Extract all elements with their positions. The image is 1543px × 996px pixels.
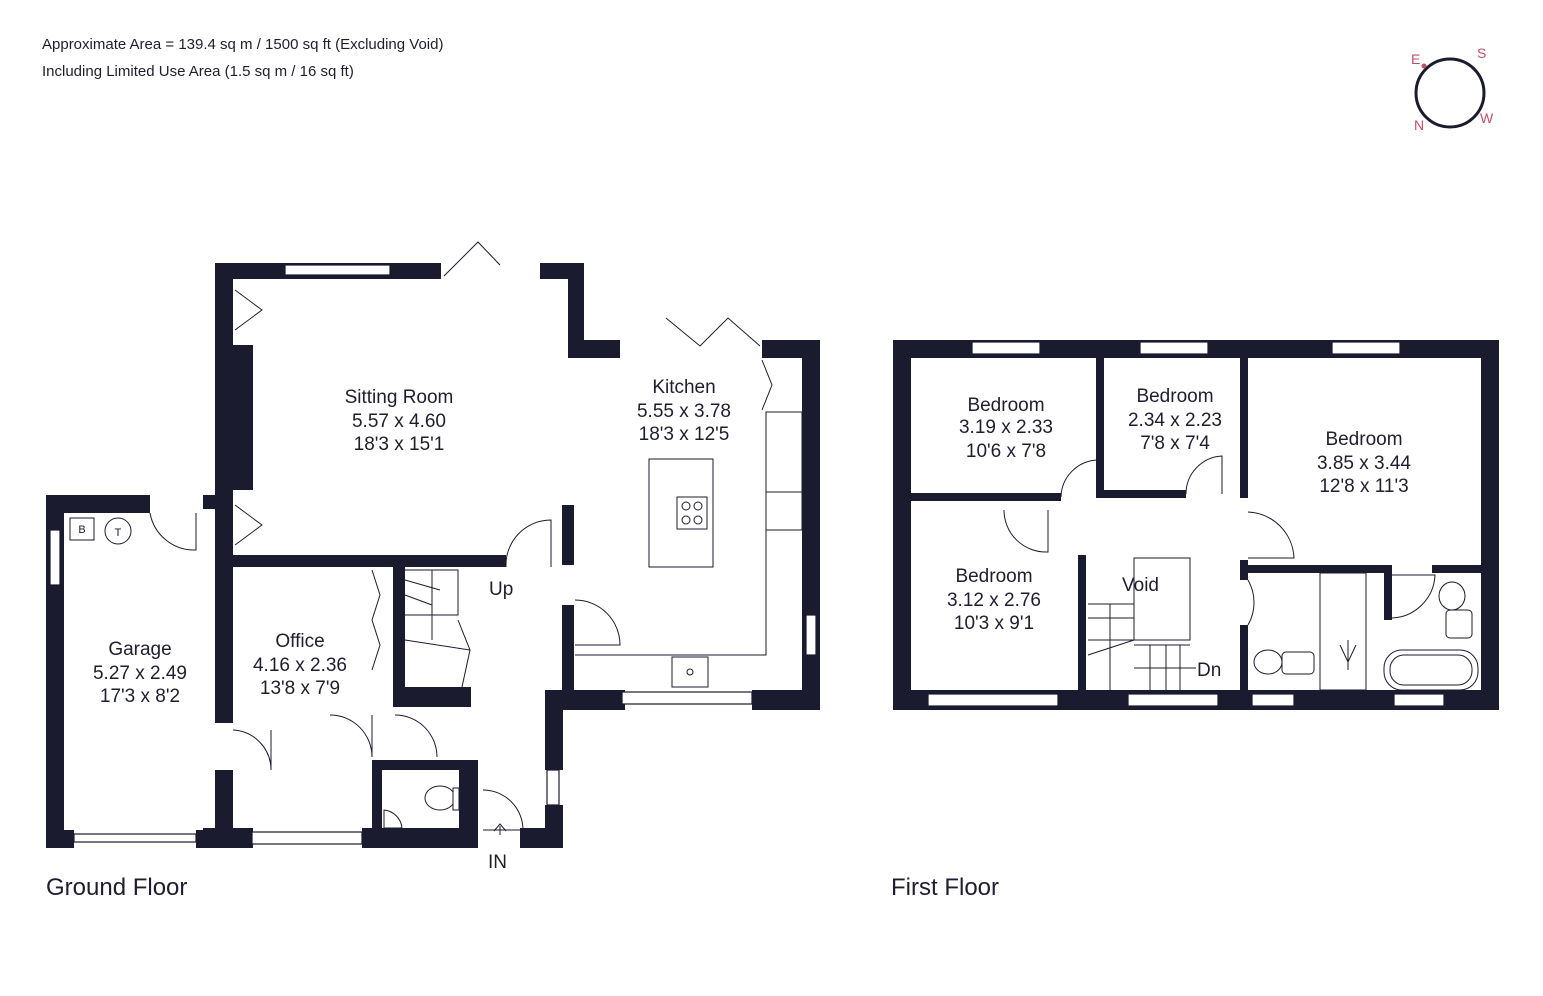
svg-text:Bedroom: Bedroom xyxy=(955,566,1032,587)
compass-east: E xyxy=(1411,51,1420,67)
sitting-room-label: Sitting Room 5.57 x 4.60 18'3 x 15'1 xyxy=(345,387,454,455)
svg-text:18'3 x 12'5: 18'3 x 12'5 xyxy=(639,424,730,445)
svg-text:3.12 x 2.76: 3.12 x 2.76 xyxy=(947,590,1041,611)
compass-north: N xyxy=(1414,117,1424,133)
svg-text:5.27 x 2.49: 5.27 x 2.49 xyxy=(93,663,187,684)
office-label: Office 4.16 x 2.36 13'8 x 7'9 xyxy=(253,631,347,699)
svg-text:5.55 x 3.78: 5.55 x 3.78 xyxy=(637,401,731,422)
garage-label: Garage 5.27 x 2.49 17'3 x 8'2 xyxy=(93,639,187,707)
svg-text:2.34 x 2.23: 2.34 x 2.23 xyxy=(1128,410,1222,431)
svg-text:Garage: Garage xyxy=(108,639,171,660)
svg-text:12'8 x 11'3: 12'8 x 11'3 xyxy=(1319,476,1408,497)
svg-text:Kitchen: Kitchen xyxy=(652,377,715,398)
ground-floor-plan: B T xyxy=(46,241,820,848)
svg-text:10'3 x 9'1: 10'3 x 9'1 xyxy=(954,613,1034,634)
bedroom-2-label: Bedroom 2.34 x 2.23 7'8 x 7'4 xyxy=(1128,386,1222,454)
first-floor-plan xyxy=(893,340,1499,710)
svg-text:13'8 x 7'9: 13'8 x 7'9 xyxy=(260,678,340,699)
svg-text:4.16 x 2.36: 4.16 x 2.36 xyxy=(253,655,347,676)
first-floor-title: First Floor xyxy=(891,874,999,901)
svg-text:18'3 x 15'1: 18'3 x 15'1 xyxy=(354,434,445,455)
stairs-up-label: Up xyxy=(489,579,513,600)
area-summary: Approximate Area = 139.4 sq m / 1500 sq … xyxy=(42,36,444,53)
stairs-down-label: Dn xyxy=(1197,660,1221,681)
svg-text:17'3 x 8'2: 17'3 x 8'2 xyxy=(100,686,180,707)
svg-text:7'8 x 7'4: 7'8 x 7'4 xyxy=(1140,433,1210,454)
svg-text:Bedroom: Bedroom xyxy=(1136,386,1213,407)
bedroom-3-label: Bedroom 3.85 x 3.44 12'8 x 11'3 xyxy=(1317,429,1411,497)
boiler-label: B xyxy=(78,524,85,536)
kitchen-label: Kitchen 5.55 x 3.78 18'3 x 12'5 xyxy=(637,377,731,445)
compass-icon: E S N W xyxy=(1411,45,1494,133)
svg-text:3.19 x 2.33: 3.19 x 2.33 xyxy=(959,417,1053,438)
svg-text:10'6 x 7'8: 10'6 x 7'8 xyxy=(966,441,1046,462)
void-label: Void xyxy=(1122,575,1159,596)
bedroom-1-label: Bedroom 3.19 x 2.33 10'6 x 7'8 xyxy=(959,395,1053,462)
svg-text:Office: Office xyxy=(275,631,324,652)
limited-use-area-note: Including Limited Use Area (1.5 sq m / 1… xyxy=(42,63,354,80)
svg-text:Sitting Room: Sitting Room xyxy=(345,387,454,408)
ground-floor-title: Ground Floor xyxy=(46,874,187,901)
svg-text:3.85 x 3.44: 3.85 x 3.44 xyxy=(1317,453,1411,474)
entrance-label: IN xyxy=(488,852,507,873)
compass-south: S xyxy=(1477,45,1486,61)
svg-text:Bedroom: Bedroom xyxy=(967,395,1044,416)
tank-label: T xyxy=(115,527,122,539)
svg-text:5.57 x 4.60: 5.57 x 4.60 xyxy=(352,411,446,432)
compass-west: W xyxy=(1480,110,1494,126)
svg-text:Bedroom: Bedroom xyxy=(1325,429,1402,450)
bedroom-4-label: Bedroom 3.12 x 2.76 10'3 x 9'1 xyxy=(947,566,1041,634)
